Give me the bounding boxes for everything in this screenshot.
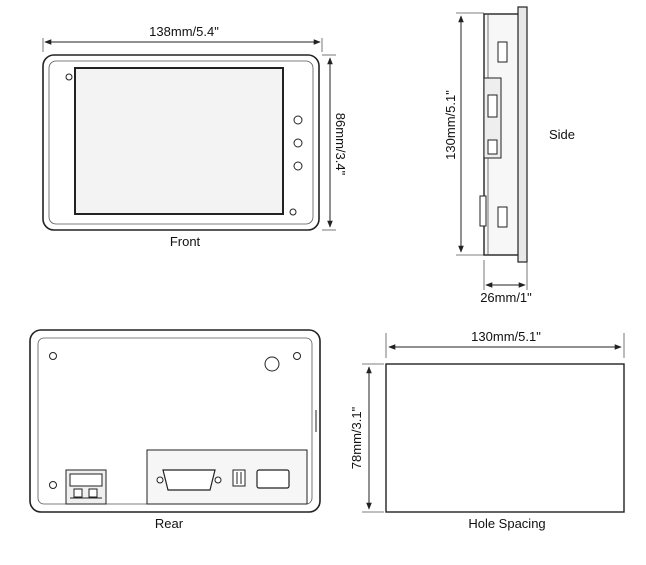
front-label: Front	[170, 234, 201, 249]
side-clip	[497, 206, 508, 228]
front-screen	[74, 67, 284, 215]
side-clip	[497, 41, 508, 63]
rear-knob	[264, 356, 280, 372]
rear-port	[256, 469, 290, 489]
side-label: Side	[549, 127, 575, 142]
hole-width-dimension: 130mm/5.1"	[471, 329, 541, 344]
front-width-dimension: 138mm/5.4"	[149, 24, 219, 39]
hole-height-dimension: 78mm/3.1"	[349, 406, 364, 469]
rear-label: Rear	[155, 516, 184, 531]
hole-cutout	[385, 363, 625, 513]
front-screw-icon	[65, 73, 73, 81]
front-bezel	[42, 54, 320, 231]
rear-housing	[29, 329, 321, 513]
side-depth-dimension: 26mm/1"	[480, 290, 532, 305]
dip-switch	[232, 469, 246, 487]
front-screw-icon	[289, 208, 297, 216]
serial-port-icon	[162, 469, 216, 491]
side-view: 130mm/5.1" 26mm/1" Side	[443, 6, 575, 305]
rear-screw-icon	[49, 481, 57, 489]
hole-label: Hole Spacing	[468, 516, 545, 531]
rear-screw-icon	[293, 352, 301, 360]
front-view: 138mm/5.4" 86mm/3.4" Front	[42, 24, 348, 249]
rear-view: Rear	[29, 329, 321, 531]
hole-spacing-view: 130mm/5.1" 78mm/3.1" Hole Spacing	[349, 329, 625, 531]
side-bezel	[517, 6, 528, 263]
rear-screw-icon	[49, 352, 57, 360]
led-indicator-icon	[293, 115, 303, 125]
front-height-dimension: 86mm/3.4"	[333, 113, 348, 176]
led-indicator-icon	[293, 138, 303, 148]
side-height-dimension: 130mm/5.1"	[443, 90, 458, 160]
led-indicator-icon	[293, 161, 303, 171]
